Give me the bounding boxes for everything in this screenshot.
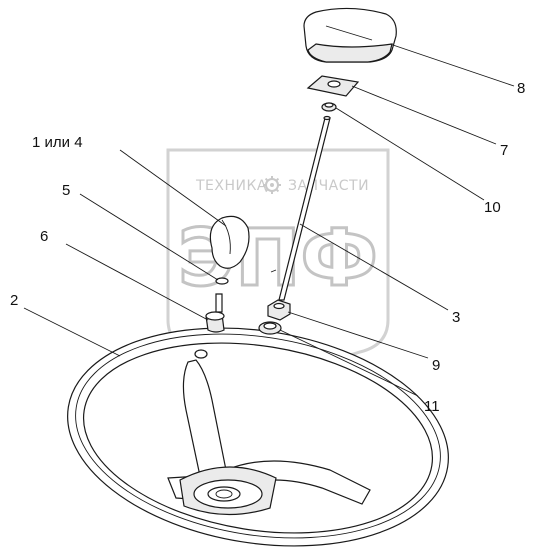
label-11: 11: [424, 398, 440, 415]
leader-lines: [23, 43, 515, 397]
leader-2: [23, 307, 121, 357]
leader-11: [279, 329, 419, 397]
part-11-washer: [258, 321, 282, 335]
label-1-or-4: 1 или 4: [32, 134, 83, 151]
gear-icon: [263, 176, 281, 194]
part-8-horn-cap: [303, 7, 397, 63]
part-10-nut: [321, 102, 337, 112]
leader-3: [299, 223, 449, 311]
part-6-stud: [205, 293, 225, 333]
leader-5: [79, 193, 219, 281]
part-9-nut: [267, 299, 291, 321]
label-6: 6: [40, 228, 48, 245]
leader-6: [65, 243, 209, 321]
leader-1-or-4: [119, 149, 227, 227]
leader-7: [351, 85, 497, 145]
watermark-monogram: ЭПФ: [178, 214, 378, 304]
leader-10: [335, 107, 485, 201]
label-2: 2: [10, 292, 18, 309]
label-9: 9: [432, 357, 440, 374]
part-3-rod: [270, 115, 331, 301]
part-1-or-4-knob: [209, 215, 250, 269]
watermark-caption-right: ЗАПЧАСТИ: [288, 178, 369, 194]
leader-8: [389, 43, 515, 87]
label-3: 3: [452, 309, 460, 326]
watermark-caption-left: ТЕХНИКА: [195, 178, 267, 194]
label-10: 10: [484, 199, 501, 216]
label-7: 7: [500, 142, 508, 159]
leader-9: [287, 311, 429, 359]
callout-labels: 8 7 10 1 или 4 5 6 3 2 9 11: [10, 80, 525, 415]
part-7-clip: [306, 75, 360, 97]
label-5: 5: [62, 182, 70, 199]
part-5-washer: [215, 277, 229, 285]
label-8: 8: [517, 80, 525, 97]
steering-wheel: [67, 327, 449, 547]
